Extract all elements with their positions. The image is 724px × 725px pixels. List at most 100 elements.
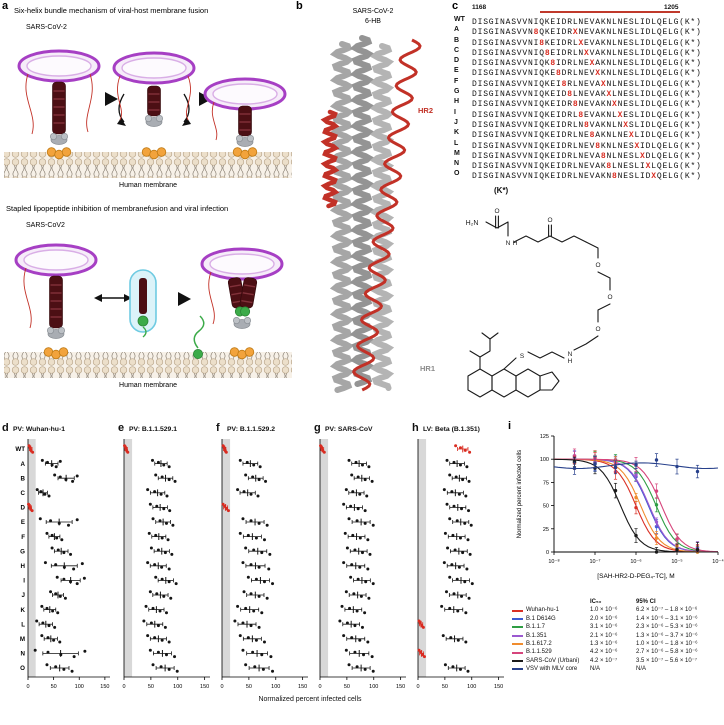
spike-head-icon — [49, 132, 69, 145]
svg-text:100: 100 — [369, 684, 378, 690]
legend-marker-icon — [512, 634, 523, 637]
svg-text:25: 25 — [543, 527, 549, 533]
legend-ci-value: N/A — [636, 666, 647, 673]
legend-ic50-value: N/A — [590, 666, 601, 673]
spike-head-icon — [144, 114, 164, 127]
spike-head-icon — [235, 134, 255, 147]
legend-ci-value: 2.3 × 10⁻⁶ – 5.3 × 10⁻⁶ — [636, 624, 698, 631]
kstar-label: (K*) — [494, 186, 509, 195]
legend-series-name: Wuhan-hu-1 — [526, 607, 559, 614]
svg-text:125: 125 — [540, 434, 549, 440]
panel-e-title: PV: B.1.1.529.1 — [129, 426, 177, 433]
membrane-label-top: Human membrane — [119, 182, 177, 189]
svg-text:50: 50 — [148, 684, 154, 690]
legend-marker-icon — [512, 618, 523, 621]
legend-marker-icon — [512, 651, 523, 654]
legend-ic50-value: 1.3 × 10⁻⁶ — [590, 641, 618, 648]
svg-text:150: 150 — [100, 684, 109, 690]
svg-text:WT: WT — [15, 446, 25, 453]
dose-legend-header: IC₅₀ 95% CI — [512, 598, 724, 606]
panel-letter-g: g — [314, 422, 321, 434]
svg-text:B: B — [21, 475, 26, 482]
svg-text:150: 150 — [298, 684, 307, 690]
panel-letter-i: i — [508, 420, 512, 432]
svg-text:100: 100 — [271, 684, 280, 690]
svg-text:50: 50 — [246, 684, 252, 690]
panel-b-title-line2: 6-HB — [365, 18, 381, 25]
svg-text:150: 150 — [494, 684, 503, 690]
panel-b: b SARS-CoV-2 6-HB HR2 HR1 — [294, 0, 452, 420]
virus-icon — [112, 51, 196, 85]
virus-label-bottom: SARS-CoV2 — [26, 222, 65, 229]
n-atom: N — [506, 240, 511, 247]
hr1-label: HR1 — [420, 364, 436, 373]
svg-text:0: 0 — [546, 550, 549, 556]
spike-head-icon — [46, 326, 66, 339]
virus-label-top: SARS-CoV-2 — [26, 24, 67, 31]
svg-text:E: E — [21, 519, 25, 526]
spike-blocked-icon — [238, 276, 259, 317]
lipid-anchor-icon — [192, 348, 203, 359]
svg-text:C: C — [21, 490, 26, 497]
svg-text:N: N — [21, 651, 26, 658]
panel-a-title-bottom: Stapled lipopeptide inhibition of membra… — [6, 204, 229, 213]
legend-ci-value: 6.2 × 10⁻⁷ – 1.8 × 10⁻⁶ — [636, 607, 698, 614]
svg-text:I: I — [23, 578, 25, 585]
arrow-right-icon — [105, 92, 118, 106]
panel-letter-e: e — [118, 422, 125, 434]
spike-6hb-icon — [51, 81, 67, 135]
spike-head-icon — [232, 316, 252, 329]
svg-text:0: 0 — [26, 684, 29, 690]
h-atom: H — [513, 240, 518, 247]
legend-marker-icon — [512, 609, 523, 612]
residue-end: 1205 — [664, 4, 679, 11]
virus-icon — [203, 77, 287, 111]
svg-text:75: 75 — [543, 480, 549, 486]
svg-text:100: 100 — [173, 684, 182, 690]
lipid-anchor-icon — [137, 315, 149, 327]
svg-text:10⁻⁴: 10⁻⁴ — [712, 558, 724, 565]
staple-scan-overline — [540, 11, 680, 13]
s-atom: S — [520, 353, 525, 360]
legend-marker-icon — [512, 660, 523, 663]
panel-letter-f: f — [216, 422, 220, 434]
svg-text:O: O — [20, 665, 25, 672]
legend-series-name: B.1.351 — [526, 632, 547, 639]
svg-text:H: H — [21, 563, 26, 570]
virus-icon — [14, 243, 98, 277]
svg-text:10⁻⁶: 10⁻⁶ — [630, 558, 641, 565]
o-atom: O — [494, 208, 499, 215]
svg-text:10⁻⁵: 10⁻⁵ — [671, 558, 682, 565]
spike-folding-icon — [146, 85, 162, 117]
legend-series-name: B.1.1.7 — [526, 624, 546, 631]
panel-a-title-top: Six-helix bundle mechanism of viral-host… — [14, 6, 209, 15]
panel-letter-h: h — [412, 422, 419, 434]
virus-icon — [17, 49, 101, 83]
panel-b-structure — [320, 35, 422, 393]
svg-text:M: M — [20, 636, 25, 643]
panel-letter-b: b — [296, 0, 303, 12]
panel-b-title-line1: SARS-CoV-2 — [352, 8, 394, 15]
